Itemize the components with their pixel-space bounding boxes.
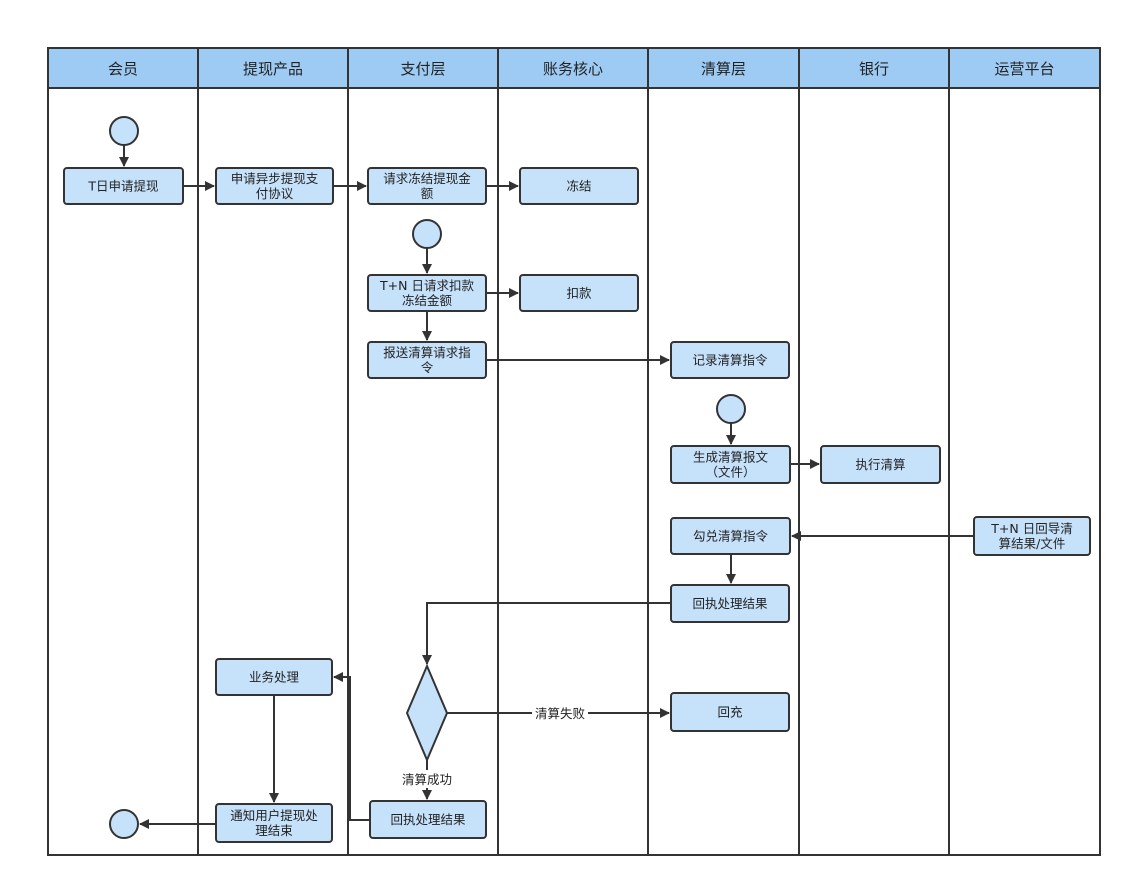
node-clr-check: 勾兑清算指令 [670,517,791,555]
edge-payreceipt-to-business [333,672,370,821]
node-label: 执行清算 [855,457,905,472]
node-label: 回执处理结果 [692,596,768,611]
lane-header-member [47,47,199,89]
edges [119,145,974,829]
node-label: （文件） [705,465,755,480]
lane-title-ops: 运营平台 [994,60,1054,78]
node-label: 报送清算请求指 [383,345,471,360]
node-clr-receipt: 回执处理结果 [670,584,790,623]
node-label: 额 [421,186,434,201]
node-label: T日申请提现 [87,179,158,194]
node-label: 生成清算报文 [693,450,769,465]
lane-header-ops [948,47,1101,89]
start-circle-member [109,116,139,146]
lane-title-member: 会员 [108,60,138,78]
edge-receipt-to-decision [422,602,671,665]
edge-label-fail: 清算失败 [535,706,586,721]
node-withdraw-business: 业务处理 [215,658,333,696]
edge-label-success: 清算成功 [402,772,452,787]
lane-title-clearing: 清算层 [701,60,746,78]
start-circle-clearing [716,394,746,424]
node-label: 算结果/文件 [999,536,1066,551]
node-label: 扣款 [566,286,592,301]
lane-header-accounting [497,47,649,89]
nodes: T日申请提现申请异步提现支付协议请求冻结提现金额冻结T+N 日请求扣款冻结金额扣… [63,116,1091,843]
node-label: T+N 日请求扣款 [379,278,474,293]
node-label: 回充 [717,705,742,720]
lane-title-withdraw: 提现产品 [243,60,303,78]
node-label: 冻结金额 [402,293,453,308]
node-pay-receipt: 回执处理结果 [369,800,487,839]
node-label: 请求冻结提现金 [383,171,471,186]
lane-title-payment: 支付层 [400,60,445,78]
node-label: 回执处理结果 [390,812,466,827]
node-label: 理结束 [255,823,293,838]
node-label: 通知用户提现处 [230,808,318,823]
lane-title-bank: 银行 [859,60,889,78]
node-label: 冻结 [566,179,591,194]
node-label: 付协议 [256,186,294,201]
node-label: 令 [421,360,434,375]
lane-header-clearing [647,47,800,89]
node-clr-record: 记录清算指令 [670,341,790,379]
lane-header-payment [347,47,499,89]
end-circle-member [109,809,139,839]
node-label: T+N 日回导清 [990,521,1072,536]
node-acct-freeze: 冻结 [519,167,639,205]
node-label: 记录清算指令 [692,353,768,368]
node-label: 勾兑清算指令 [693,529,769,544]
node-label: 业务处理 [249,670,300,685]
node-member-apply: T日申请提现 [63,167,184,205]
node-clr-refill: 回充 [670,692,790,732]
node-label: 申请异步提现支 [231,171,319,186]
node-bank-execute: 执行清算 [820,445,941,484]
start-circle-payment [412,219,442,249]
lane-title-accounting: 账务核心 [543,60,603,78]
decision-diamond [405,663,449,763]
node-clr-generate: 生成清算报文（文件） [670,445,791,484]
node-acct-deduct: 扣款 [519,274,639,312]
